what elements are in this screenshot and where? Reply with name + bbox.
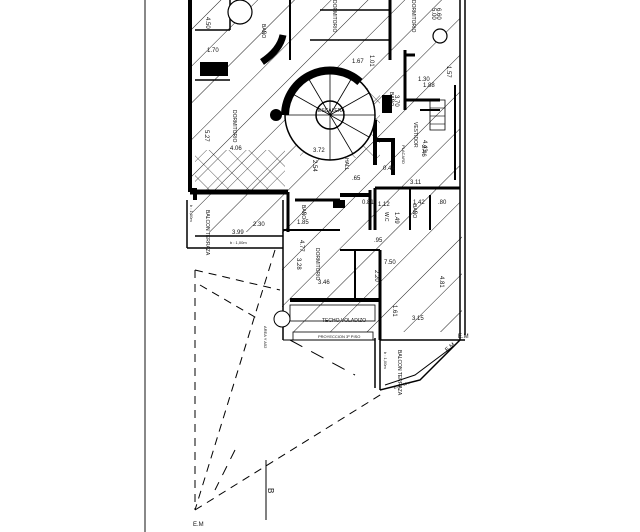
- label-bano-top: BAÑO: [260, 24, 267, 38]
- dimension-labels: 4.50 1.70 1.01 1.67 1.30 1.88 1.57 3.70 …: [203, 8, 451, 322]
- dim: 4.50: [204, 17, 210, 29]
- dim: 2.30: [253, 222, 265, 228]
- dim: 1.70: [207, 48, 219, 54]
- dim: 1.42: [413, 200, 425, 206]
- label-placard: PLACARD: [401, 145, 406, 164]
- label-hall: HALL: [343, 158, 349, 171]
- dim: 4.43: [421, 140, 427, 152]
- fixtures: [200, 0, 448, 341]
- dim: 4.06: [230, 146, 242, 152]
- dim: .65: [352, 176, 361, 182]
- dim: 0.44: [383, 166, 395, 172]
- label-dormitorio-top: DORMITORIO: [331, 0, 337, 33]
- dim: 3.72: [313, 148, 325, 154]
- dim: 3.11: [410, 180, 422, 186]
- dim: 1.57: [445, 66, 451, 78]
- label-techo-voladizo: TECHO VOLADIZO: [322, 318, 366, 324]
- em-mark-left: E.M: [193, 522, 204, 528]
- dim: .95: [374, 238, 383, 244]
- dim: 1.12: [378, 202, 390, 208]
- label-escalera: ESCALERA: [318, 108, 345, 114]
- dim: 5.00: [430, 8, 436, 20]
- em-mark-bottom: E.M: [444, 342, 456, 353]
- dim: 1.61: [391, 305, 397, 317]
- dim: 4.81: [438, 276, 444, 288]
- lot-boundary: [194, 249, 386, 511]
- label-dormitorio-left: DORMITORIO: [231, 110, 237, 143]
- dim: 3.28: [295, 258, 301, 270]
- dim: 5.27: [203, 130, 209, 142]
- label-dormitorio-center: DORMITORIO: [314, 248, 320, 281]
- north-mark: B: [266, 488, 275, 493]
- dim: .80: [438, 200, 447, 206]
- axis-label: AREA Y A52: [263, 326, 268, 349]
- dashed-diag-2: [214, 449, 236, 491]
- dim: 0.81: [362, 200, 374, 206]
- baranda-note: b : 1,00m: [230, 240, 247, 245]
- dim: 3.15: [412, 316, 424, 322]
- label-proyeccion: PROYECCION 3º PISO: [318, 334, 360, 339]
- baranda-note: b : 1,00m: [189, 205, 194, 222]
- label-bano-right: BAÑO: [388, 92, 395, 106]
- dim: 4.77: [298, 240, 304, 252]
- dim: 1.30: [418, 77, 430, 83]
- dim: 7.50: [384, 260, 396, 266]
- dim: 2.46: [420, 145, 426, 157]
- label-balcon-right: BALCON TERRAZA: [396, 350, 402, 396]
- dim: 2.54: [311, 160, 317, 172]
- em-mark-top: E.M: [458, 334, 469, 340]
- dim: 3.46: [318, 280, 330, 286]
- bottom-dim: ESQ 10 x: [393, 380, 411, 390]
- dim: 3.70: [393, 95, 399, 107]
- dim: 6.60: [435, 8, 441, 20]
- misc-labels: b : 1,00m b : 1,00m b : 1,00m E.M E.M E.…: [189, 205, 469, 528]
- dim: 2.20: [373, 270, 379, 282]
- dim: 1.67: [352, 59, 364, 65]
- dim: 1.88: [423, 83, 435, 89]
- dim: 1.01: [368, 55, 374, 67]
- dim: 3.99: [232, 230, 244, 236]
- label-vestidor: VESTIDOR: [412, 122, 418, 148]
- label-balcon-left: BALCON TERRAZA: [204, 210, 210, 256]
- dashed-diag-1: [289, 339, 356, 376]
- label-bano-right2: BAÑO: [411, 204, 418, 218]
- room-labels: BAÑO DORMITORIO DORMITORIO DORMITORIO ES…: [204, 0, 418, 396]
- dim: 1.85: [297, 220, 309, 226]
- spiral-staircase: [270, 66, 376, 161]
- baranda-note: b : 1,00m: [383, 352, 388, 369]
- label-wc: W.C: [383, 212, 389, 222]
- label-bano-center: BAÑO: [300, 205, 307, 219]
- dim: 1.49: [393, 212, 399, 224]
- label-dormitorio-right: DORMITORIO: [410, 0, 416, 33]
